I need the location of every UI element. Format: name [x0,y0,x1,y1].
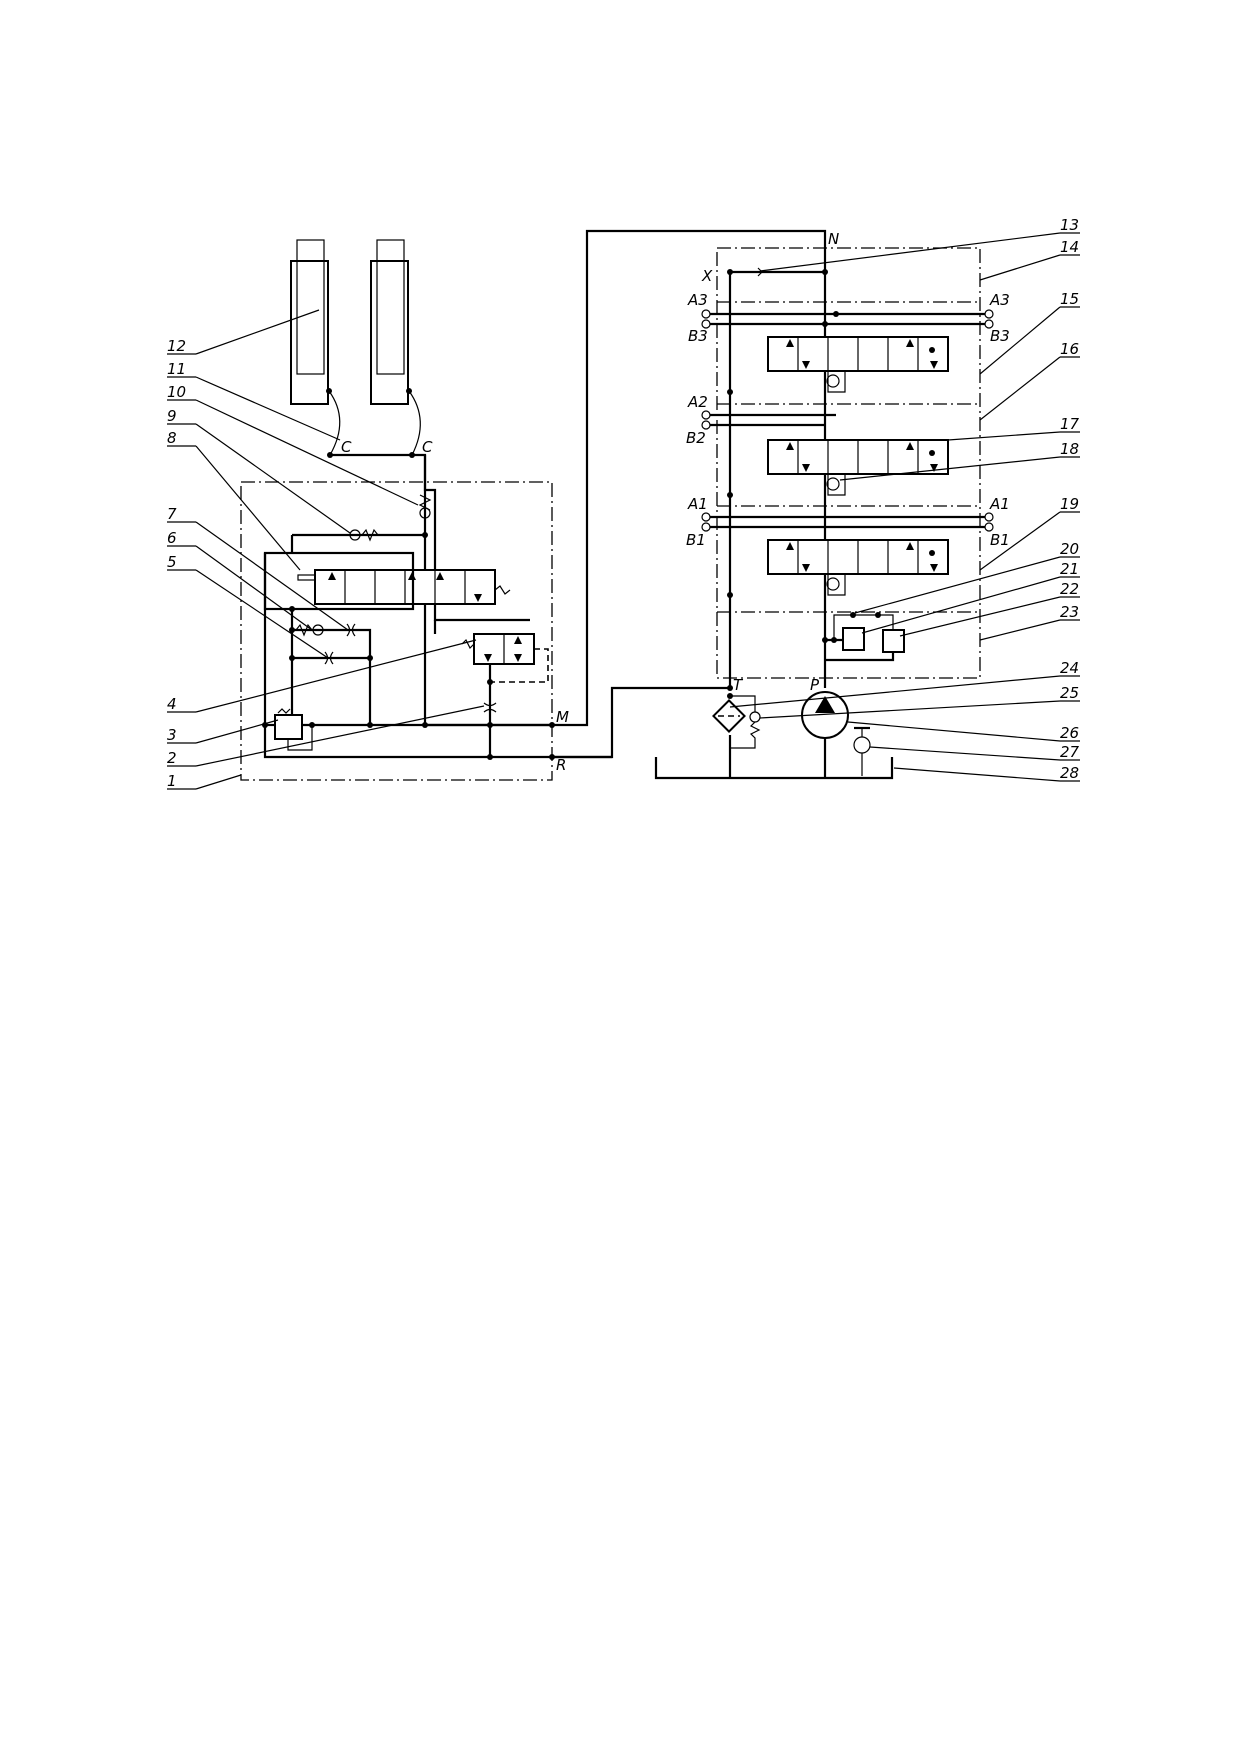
port-label-b1-right: B1 [990,531,1010,549]
tank-28 [654,757,894,780]
callout-17: 17 [1060,415,1080,433]
port-label-b3-left: B3 [688,327,708,345]
port-label-a1-left: A1 [687,495,708,513]
callout-25: 25 [1060,684,1079,702]
filter-bypass-check [749,711,761,723]
port-labels: C C M R N X T P A3 B3 A3 B3 A2 B2 A1 B1 … [341,230,1010,774]
callout-9: 9 [167,407,177,425]
callout-13: 13 [1060,216,1079,234]
breather-27 [853,736,871,754]
relief-valve-3 [274,714,303,740]
port-label-m: M [556,708,569,726]
hydraulic-cylinders [290,239,421,456]
callout-23: 23 [1060,603,1079,621]
callout-26: 26 [1060,724,1079,742]
callout-2: 2 [167,749,177,767]
sectional-distributor [701,247,994,688]
callout-15: 15 [1060,290,1079,308]
throttle-2 [483,702,497,713]
callout-11: 11 [167,360,186,378]
callout-4: 4 [167,695,177,713]
callout-1: 1 [167,772,177,790]
callout-21: 21 [1060,560,1079,578]
callout-7: 7 [167,505,177,523]
throttle-7 [346,623,356,637]
callout-14: 14 [1060,238,1079,256]
section-1 [701,512,994,598]
callout-8: 8 [167,429,177,447]
port-label-b3-right: B3 [990,327,1010,345]
relief-valve-21 [842,627,865,651]
power-unit [654,685,894,780]
callout-12: 12 [167,337,186,355]
port-label-x: X [701,267,713,285]
callout-22: 22 [1060,580,1079,598]
section-2 [701,410,949,498]
port-label-r: R [556,756,566,774]
callout-10: 10 [167,383,186,401]
relief-valve-22 [882,629,905,653]
callout-16: 16 [1060,340,1079,358]
port-label-p: P [810,676,820,694]
hose-left [328,390,341,456]
callout-18: 18 [1060,440,1079,458]
port-label-c2: C [422,438,433,456]
section-3 [701,309,994,395]
port-label-t: T [733,676,744,694]
port-label-a2-left: A2 [687,393,708,411]
port-label-a3-left: A3 [687,291,708,309]
port-label-c1: C [341,438,352,456]
hose-right [408,390,421,456]
callout-28: 28 [1060,764,1079,782]
safety-valve-block [822,612,905,662]
callout-19: 19 [1060,495,1079,513]
check-valve-9 [349,529,361,541]
callout-20: 20 [1060,540,1079,558]
callout-24: 24 [1060,659,1079,677]
callout-27: 27 [1060,743,1080,761]
port-label-b2-left: B2 [686,429,706,447]
port-label-a3-right: A3 [989,291,1010,309]
callout-5: 5 [167,553,177,571]
port-label-a1-right: A1 [989,495,1010,513]
callouts-left: 12 11 10 9 8 7 6 5 4 3 2 1 [167,309,485,790]
port-label-n: N [828,230,839,248]
port-label-b1-left: B1 [686,531,706,549]
callout-3: 3 [167,726,177,744]
check-valve-6 [312,624,324,636]
cylinder-right-rod [376,239,405,375]
control-block-left [240,452,612,781]
cylinder-left-rod [296,239,325,375]
distributor-outline [716,247,981,679]
callouts-right: 13 14 15 16 17 18 19 20 21 22 23 24 25 2… [729,216,1080,782]
control-block-left-outline [240,481,553,781]
callout-6: 6 [167,529,177,547]
